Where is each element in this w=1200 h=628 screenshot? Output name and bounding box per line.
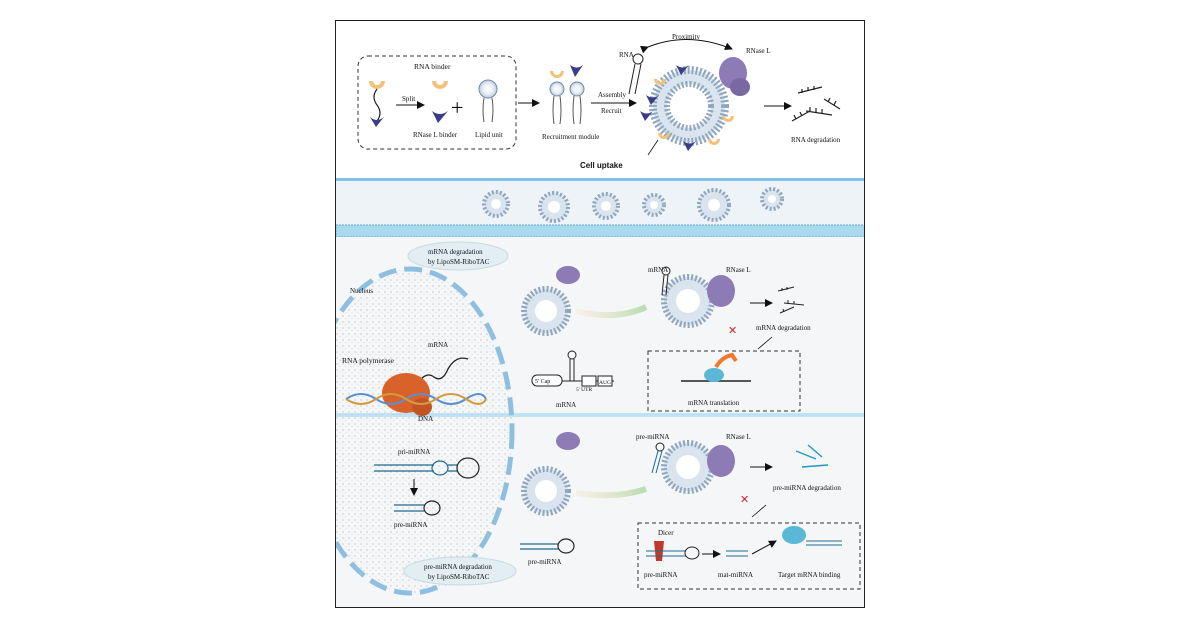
premirna-flow-arrow [575, 486, 647, 499]
dicer-processing-box [637, 522, 861, 590]
premirna-pointer [751, 504, 767, 518]
nucleus: Nucleus RNA polymerase mRNA DNA pri-miRN… [336, 266, 515, 596]
mrna-pointer [757, 336, 773, 350]
proximity-arrow [640, 39, 733, 54]
dicer-label: Dicer [658, 529, 674, 537]
dna-helix-strand-b [345, 393, 487, 405]
rnase-l-binder-label: RNase L binder [413, 131, 458, 139]
target-arrow [751, 540, 777, 555]
mrna-translation-label: mRNA translation [688, 399, 740, 407]
mrna-fragments-icon [777, 286, 805, 314]
uptake-pointer [647, 139, 659, 156]
premirna-vesicle-right [651, 440, 735, 494]
cap-label: 5' Cap [535, 379, 550, 385]
dna-label: DNA [418, 415, 433, 423]
mrna-top-label: mRNA [648, 266, 668, 274]
nascent-mrna-strand [417, 357, 469, 384]
mrna-title-line1: mRNA degradation [428, 248, 483, 256]
mrna-vesicle-right [661, 266, 735, 328]
dicer-pre-mirna-label: pre-miRNA [644, 571, 677, 579]
mrna-hairpin-construct [531, 350, 614, 387]
ribotac-vesicle-large [640, 65, 734, 151]
vesicles-uptake-row [482, 187, 784, 223]
target-binding-label: Target mRNA binding [778, 571, 841, 579]
mrna-translation-box [647, 350, 801, 412]
proximity-label: Proximity [672, 33, 701, 41]
premirna-bottom-label: pre-miRNA [528, 558, 561, 566]
mrna-block-x: ✕ [728, 325, 737, 337]
pri-mirna-label: pri-miRNA [398, 448, 430, 456]
nucleus-mrna-label: mRNA [428, 341, 448, 349]
mrna-title-line2: by LipoSM-RiboTAC [428, 258, 490, 266]
premirna-block-x: ✕ [740, 494, 749, 506]
rna-degradation-label: RNA degradation [791, 136, 841, 144]
mat-mirna-label: mat-miRNA [718, 571, 753, 579]
rnase-l-label: RNase L [746, 47, 771, 55]
plus-sign: + [451, 95, 463, 120]
mrna-degradation-label: mRNA degradation [756, 324, 811, 332]
assembly-label: Assembly [598, 91, 627, 99]
rna-label: RNA [619, 51, 634, 59]
premirna-title-line2: by LipoSM-RiboTAC [428, 573, 490, 581]
split-label: Split [402, 95, 415, 103]
premirna-degradation-label: pre-miRNA degradation [773, 484, 841, 492]
dna-helix-strand-a [345, 393, 487, 405]
mrna-panel: mRNA degradation by LipoSM-RiboTAC 5' Ca… [407, 241, 811, 412]
top-panel: RNA binder Split RNase L binder + Lipid … [357, 33, 841, 170]
lipid-unit-label: Lipid unit [475, 131, 503, 139]
premirna-vesicle-left [521, 432, 580, 516]
mrna-flow-arrow [575, 304, 648, 319]
nucleus-label: Nucleus [350, 287, 373, 295]
premirna-title-line1: pre-miRNA degradation [424, 563, 492, 571]
pri-mirna-icon [374, 457, 480, 479]
recruitment-module-label: Recruitment module [542, 133, 599, 141]
recruit-label: Recruit [601, 107, 622, 115]
split-box [357, 55, 517, 150]
mat-mirna-icon [726, 550, 748, 557]
recruitment-module-icon [549, 65, 585, 125]
rna-fragments-icon [791, 86, 841, 122]
premirna-top-label: pre-miRNA [636, 433, 669, 441]
linked-binder-icon [369, 81, 385, 127]
rna-binder-icon [432, 81, 448, 89]
cell-uptake-label: Cell uptake [580, 161, 623, 170]
premirna-rnase-l-label: RNase L [726, 433, 751, 441]
dicer-icon [646, 541, 700, 561]
aug-label: AUG [599, 380, 611, 386]
mrna-rnase-l-label: RNase L [726, 266, 751, 274]
mrna-bottom-label: mRNA [556, 401, 576, 409]
target-binding-icon [782, 526, 842, 546]
utr-label: 5' UTR [576, 387, 592, 393]
rnase-binder-icon [432, 111, 448, 123]
rna-hairpin-icon [628, 53, 644, 95]
premirna-construct-icon [520, 538, 575, 554]
rnase-l-protein-icon [719, 57, 750, 96]
panel-divider [336, 413, 864, 417]
rna-polymerase-label: RNA polymerase [342, 356, 395, 365]
nucleus-pre-mirna-label: pre-miRNA [394, 521, 427, 529]
rna-binder-label: RNA binder [414, 62, 451, 71]
mrna-vesicle-left [521, 266, 580, 336]
ribosome-translation-icon [681, 352, 751, 382]
premirna-panel: pre-miRNA degradation by LipoSM-RiboTAC … [403, 432, 861, 590]
liposm-ribotac-schematic: RNA binder Split RNase L binder + Lipid … [335, 20, 865, 608]
nucleus-pre-mirna-icon [394, 500, 441, 516]
lipid-unit-icon [478, 79, 498, 123]
premirna-fragments-icon [795, 444, 829, 468]
